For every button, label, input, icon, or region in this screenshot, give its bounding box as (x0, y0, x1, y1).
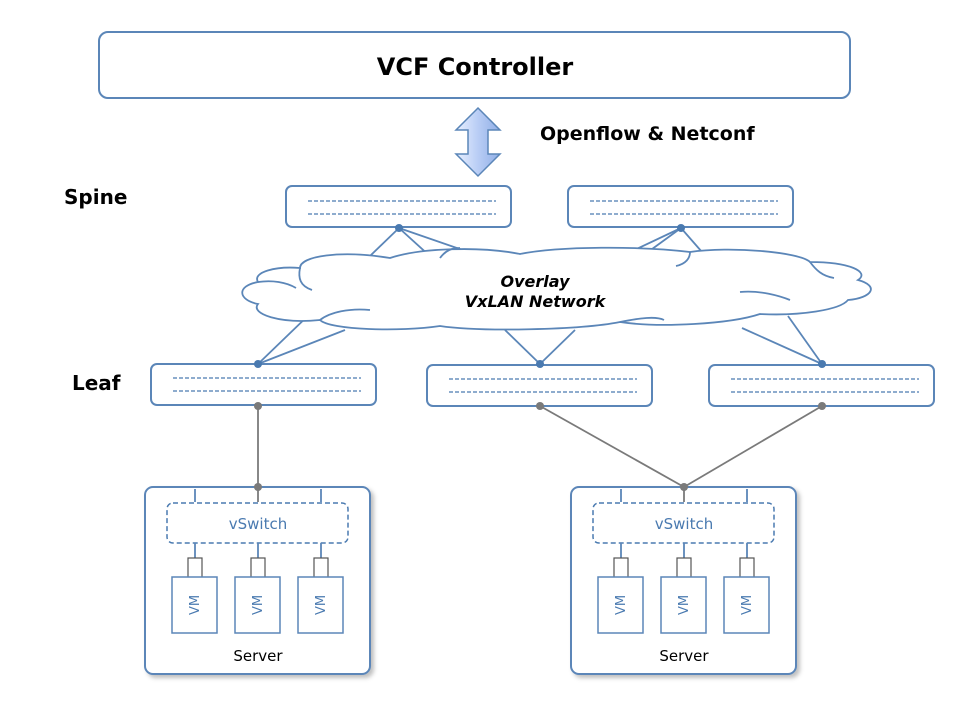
overlay-subtitle: VxLAN Network (465, 292, 607, 311)
vm-label: VM (251, 595, 266, 615)
spine-switch-2 (567, 185, 794, 228)
protocol-label: Openflow & Netconf (540, 123, 755, 145)
leaf-switch-3 (708, 364, 935, 407)
server-label: Server (233, 647, 283, 665)
vm-1: VM (171, 543, 218, 634)
leaf-switch-1 (150, 363, 377, 406)
vm-label: VM (677, 595, 692, 615)
vm-label: VM (188, 595, 203, 615)
server-label: Server (659, 647, 709, 665)
spine-port (677, 224, 685, 232)
leaf-port (536, 360, 544, 368)
overlay-title: Overlay (501, 272, 571, 291)
overlay-cloud: Overlay VxLAN Network (241, 246, 872, 331)
vm-1: VM (597, 543, 644, 634)
leaf-uplink-port (254, 402, 262, 410)
leaf-port (818, 360, 826, 368)
vm-label: VM (314, 595, 329, 615)
vswitch-label: vSwitch (229, 515, 287, 533)
vm-3: VM (297, 543, 344, 634)
vswitch-label: vSwitch (655, 515, 713, 533)
leaf-port (254, 360, 262, 368)
vm-2: VM (234, 543, 281, 634)
vm-3: VM (723, 543, 770, 634)
leaf-uplink-port (818, 402, 826, 410)
spine-switch-1 (285, 185, 512, 228)
spine-label: Spine (64, 185, 127, 209)
bidirectional-arrow-icon (454, 106, 502, 178)
vm-label: VM (740, 595, 755, 615)
vm-label: VM (614, 595, 629, 615)
vcf-controller-box: VCF Controller (98, 31, 851, 99)
leaf-label: Leaf (72, 371, 121, 395)
vm-2: VM (660, 543, 707, 634)
overlay-to-leaf-links (257, 315, 823, 365)
server-1: vSwitch VM VM VM Server (144, 483, 371, 675)
server-2: vSwitch VM VM VM Server (570, 483, 797, 675)
leaf-uplink-port (536, 402, 544, 410)
spine-port (395, 224, 403, 232)
controller-label: VCF Controller (377, 53, 574, 81)
leaf-to-server-links (257, 405, 823, 488)
server-nic-port (254, 483, 262, 491)
server-nic-port (680, 483, 688, 491)
leaf-switch-2 (426, 364, 653, 407)
